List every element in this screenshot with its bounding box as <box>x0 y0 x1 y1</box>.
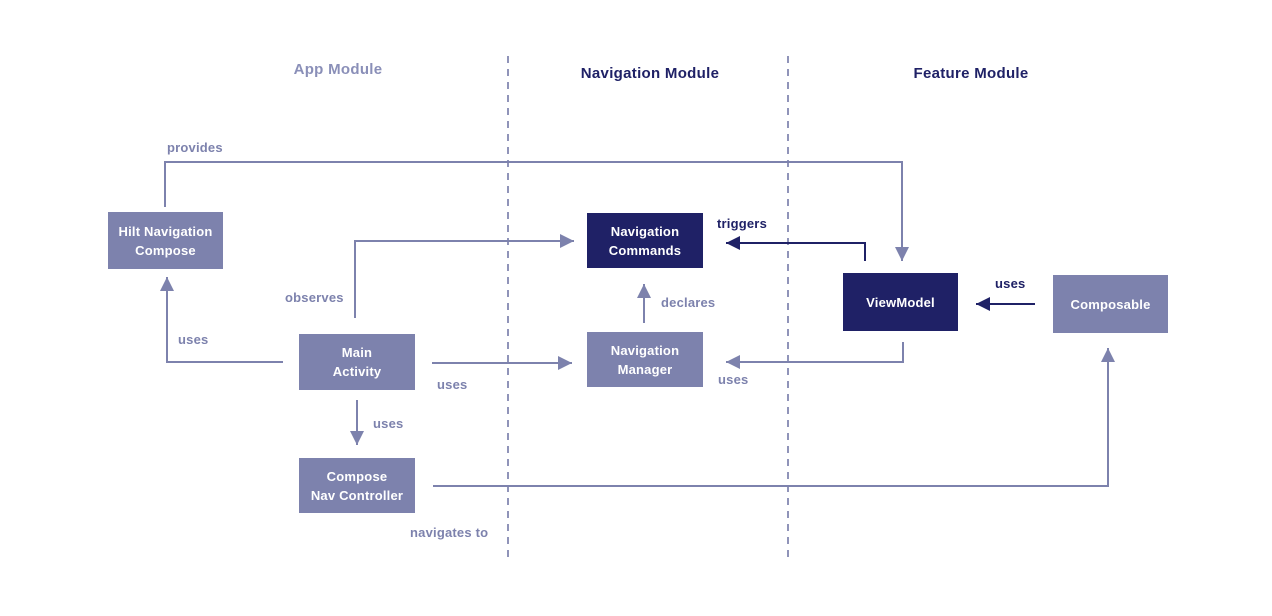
node-label: Composable <box>1070 296 1151 312</box>
edge-label-uses-main-to-hilt: uses <box>178 332 209 347</box>
node-hilt-navigation-compose: Hilt Navigation Compose <box>108 212 223 269</box>
edge-label-uses-composable-to-viewmodel: uses <box>995 276 1026 291</box>
node-label: Commands <box>608 242 682 258</box>
node-label: Compose <box>326 468 388 484</box>
node-label: Manager <box>617 361 673 377</box>
edge-navigates-to-line <box>433 348 1115 487</box>
node-label: Compose <box>135 242 196 258</box>
node-compose-nav-controller: Compose Nav Controller <box>299 458 415 513</box>
module-header-feature: Feature Module <box>913 65 1029 82</box>
node-viewmodel: ViewModel <box>843 273 958 331</box>
edge-label-provides: provides <box>167 140 223 155</box>
node-navigation-commands: Navigation Commands <box>587 213 703 268</box>
module-header-app: App Module <box>293 61 383 78</box>
edge-label-uses-main-to-manager: uses <box>437 377 468 392</box>
edge-uses-viewmodel-to-manager-line <box>726 342 904 369</box>
node-label: Hilt Navigation <box>118 223 213 239</box>
node-label: Navigation <box>610 223 680 239</box>
edge-label-uses-viewmodel-to-manager: uses <box>718 372 749 387</box>
node-navigation-manager: Navigation Manager <box>587 332 703 387</box>
edge-label-navigates-to: navigates to <box>410 525 489 540</box>
edge-provides-line <box>164 161 909 261</box>
edge-label-declares: declares <box>661 295 716 310</box>
edge-label-observes: observes <box>285 290 344 305</box>
edge-label-uses-main-to-controller: uses <box>373 416 404 431</box>
node-label: ViewModel <box>866 294 935 310</box>
node-main-activity: Main Activity <box>299 334 415 390</box>
node-label: Main <box>341 345 373 360</box>
node-label: Activity <box>332 364 382 379</box>
node-label: Nav Controller <box>310 487 404 503</box>
node-composable: Composable <box>1053 275 1168 333</box>
edge-label-triggers: triggers <box>717 216 768 231</box>
node-label: Navigation <box>610 342 680 358</box>
edge-observes-line <box>354 234 574 318</box>
edge-triggers-line <box>726 236 866 261</box>
module-header-navigation: Navigation Module <box>580 65 720 82</box>
edge-uses-main-to-hilt-line <box>160 277 283 363</box>
